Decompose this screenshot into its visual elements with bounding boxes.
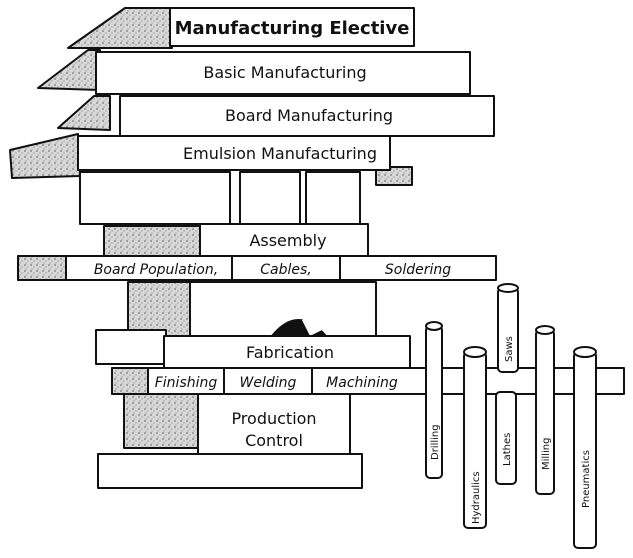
block-shadow bbox=[103, 225, 201, 259]
block-upright bbox=[239, 171, 301, 225]
block-shadow bbox=[67, 7, 173, 49]
fabrication-part: Machining bbox=[326, 375, 398, 391]
assembly-part: Cables, bbox=[260, 262, 312, 278]
tool-label-lathes: Lathes bbox=[502, 433, 513, 466]
block-shadow bbox=[37, 49, 101, 91]
block-top bbox=[169, 7, 415, 47]
tier-label-assembly: Assembly bbox=[249, 231, 326, 250]
block-production bbox=[197, 393, 351, 465]
block-base bbox=[97, 453, 363, 489]
block-fabrication-left bbox=[95, 329, 167, 365]
block-shadow bbox=[127, 281, 191, 337]
block-upright bbox=[305, 171, 361, 225]
fabrication-part: Finishing bbox=[155, 375, 218, 391]
tool-label-saws: Saws bbox=[504, 336, 515, 362]
block-shadow bbox=[123, 393, 199, 449]
block-shadow bbox=[111, 367, 149, 395]
block-fabrication bbox=[163, 335, 411, 369]
tool-label-drilling: Drilling bbox=[430, 424, 441, 460]
block-basic bbox=[95, 51, 471, 95]
peg-lathes bbox=[495, 391, 517, 485]
tier-label-production-1: Production bbox=[231, 409, 316, 428]
tier-label-basic: Basic Manufacturing bbox=[203, 63, 366, 82]
assembly-part: Soldering bbox=[385, 262, 451, 278]
block-shadow bbox=[9, 133, 81, 179]
block-shadow bbox=[57, 95, 111, 131]
tool-label-pneumatics: Pneumatics bbox=[581, 450, 592, 508]
block-upright bbox=[79, 171, 231, 225]
block-shadow bbox=[17, 255, 67, 281]
tool-label-milling: Milling bbox=[541, 438, 552, 470]
tier-label-top: Manufacturing Elective bbox=[175, 18, 410, 39]
block-assembly-parts bbox=[17, 255, 497, 281]
tier-label-board: Board Manufacturing bbox=[225, 106, 393, 125]
block-shadow bbox=[375, 166, 413, 186]
tool-label-hydraulics: Hydraulics bbox=[471, 471, 482, 524]
tier-label-emulsion: Emulsion Manufacturing bbox=[183, 144, 377, 163]
tier-label-fabrication: Fabrication bbox=[246, 343, 334, 362]
block-emulsion bbox=[77, 135, 391, 171]
peg-pneumatics bbox=[573, 351, 597, 549]
assembly-part: Board Population, bbox=[94, 262, 218, 278]
fabrication-part: Welding bbox=[240, 375, 297, 391]
block-board bbox=[119, 95, 495, 137]
tier-label-production-2: Control bbox=[245, 431, 303, 450]
